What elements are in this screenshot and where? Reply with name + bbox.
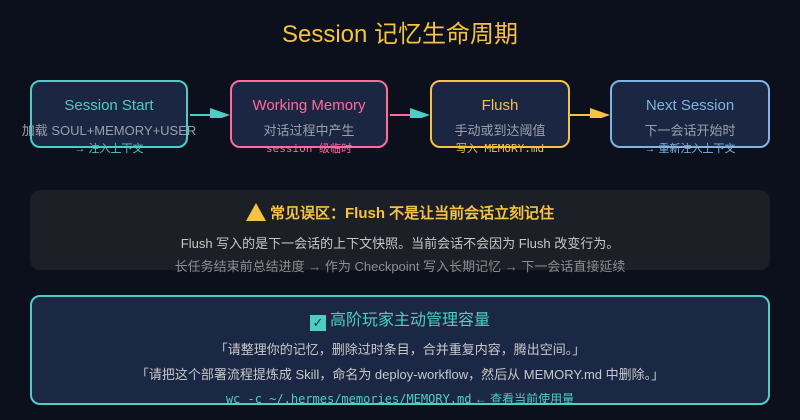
tip-example: 「请整理你的记忆，删除过时条目，合并重复内容，腾出空间。」 (214, 342, 586, 357)
command: wc -c ~/.hermes/memories/MEMORY.md (225, 392, 472, 406)
stage-desc: 加载 SOUL+MEMORY+USER (21, 123, 197, 138)
stage-title: Session Start (64, 97, 154, 114)
warning-line: Flush 写入的是下一会话的上下文快照。当前会话不会因为 Flush 改变行为… (180, 236, 620, 251)
warning-panel: 常见误区：Flush 不是让当前会话立刻记住 Flush 写入的是下一会话的上下… (30, 190, 770, 274)
stage-title: Working Memory (252, 97, 366, 114)
arrow-icon (570, 108, 610, 118)
stage-note: → 重新注入上下文 (644, 143, 736, 155)
warning-title: 常见误区：Flush 不是让当前会话立刻记住 (30, 202, 770, 223)
stage-note: → 注入上下文 (74, 143, 144, 155)
stage-desc: 手动或到达阈值 (454, 123, 546, 138)
arrow-icon (190, 108, 230, 118)
stage-desc: 对话过程中产生 (263, 123, 355, 138)
stage-flush: Flush 手动或到达阈值 写入 MEMORY.md (430, 80, 570, 155)
warning-title-text: 常见误区：Flush 不是让当前会话立刻记住 (270, 205, 555, 222)
tip-title-text: 高阶玩家主动管理容量 (329, 312, 490, 329)
warning-icon (245, 203, 266, 221)
stage-desc: 下一会话开始时 (644, 123, 736, 138)
tip-title: ✓高阶玩家主动管理容量 (32, 306, 768, 331)
stage-session-start: Session Start 加载 SOUL+MEMORY+USER → 注入上下… (22, 80, 196, 155)
stage-title: Next Session (645, 97, 735, 114)
command-note: ← 查看当前使用量 (474, 392, 575, 406)
stage-working-memory: Working Memory 对话过程中产生 session 级临时 (230, 80, 388, 155)
tip-command-line: wc -c ~/.hermes/memories/MEMORY.md ← 查看当… (32, 390, 768, 407)
warning-line: 长任务结束前总结进度 → 作为 Checkpoint 写入长期记忆 → 下一会话… (174, 259, 626, 274)
tip-example: 「请把这个部署流程提炼成 Skill，命名为 deploy-workflow，然… (135, 367, 665, 382)
stage-next-session: Next Session 下一会话开始时 → 重新注入上下文 (610, 80, 770, 155)
tip-panel: ✓高阶玩家主动管理容量 「请整理你的记忆，删除过时条目，合并重复内容，腾出空间。… (30, 295, 770, 407)
checkbox-icon: ✓ (309, 315, 326, 331)
page-title: Session 记忆生命周期 (281, 21, 519, 48)
stage-title: Flush (481, 97, 519, 114)
stage-note: 写入 MEMORY.md (455, 142, 545, 155)
stage-note: session 级临时 (266, 142, 352, 155)
arrow-icon (390, 108, 430, 118)
